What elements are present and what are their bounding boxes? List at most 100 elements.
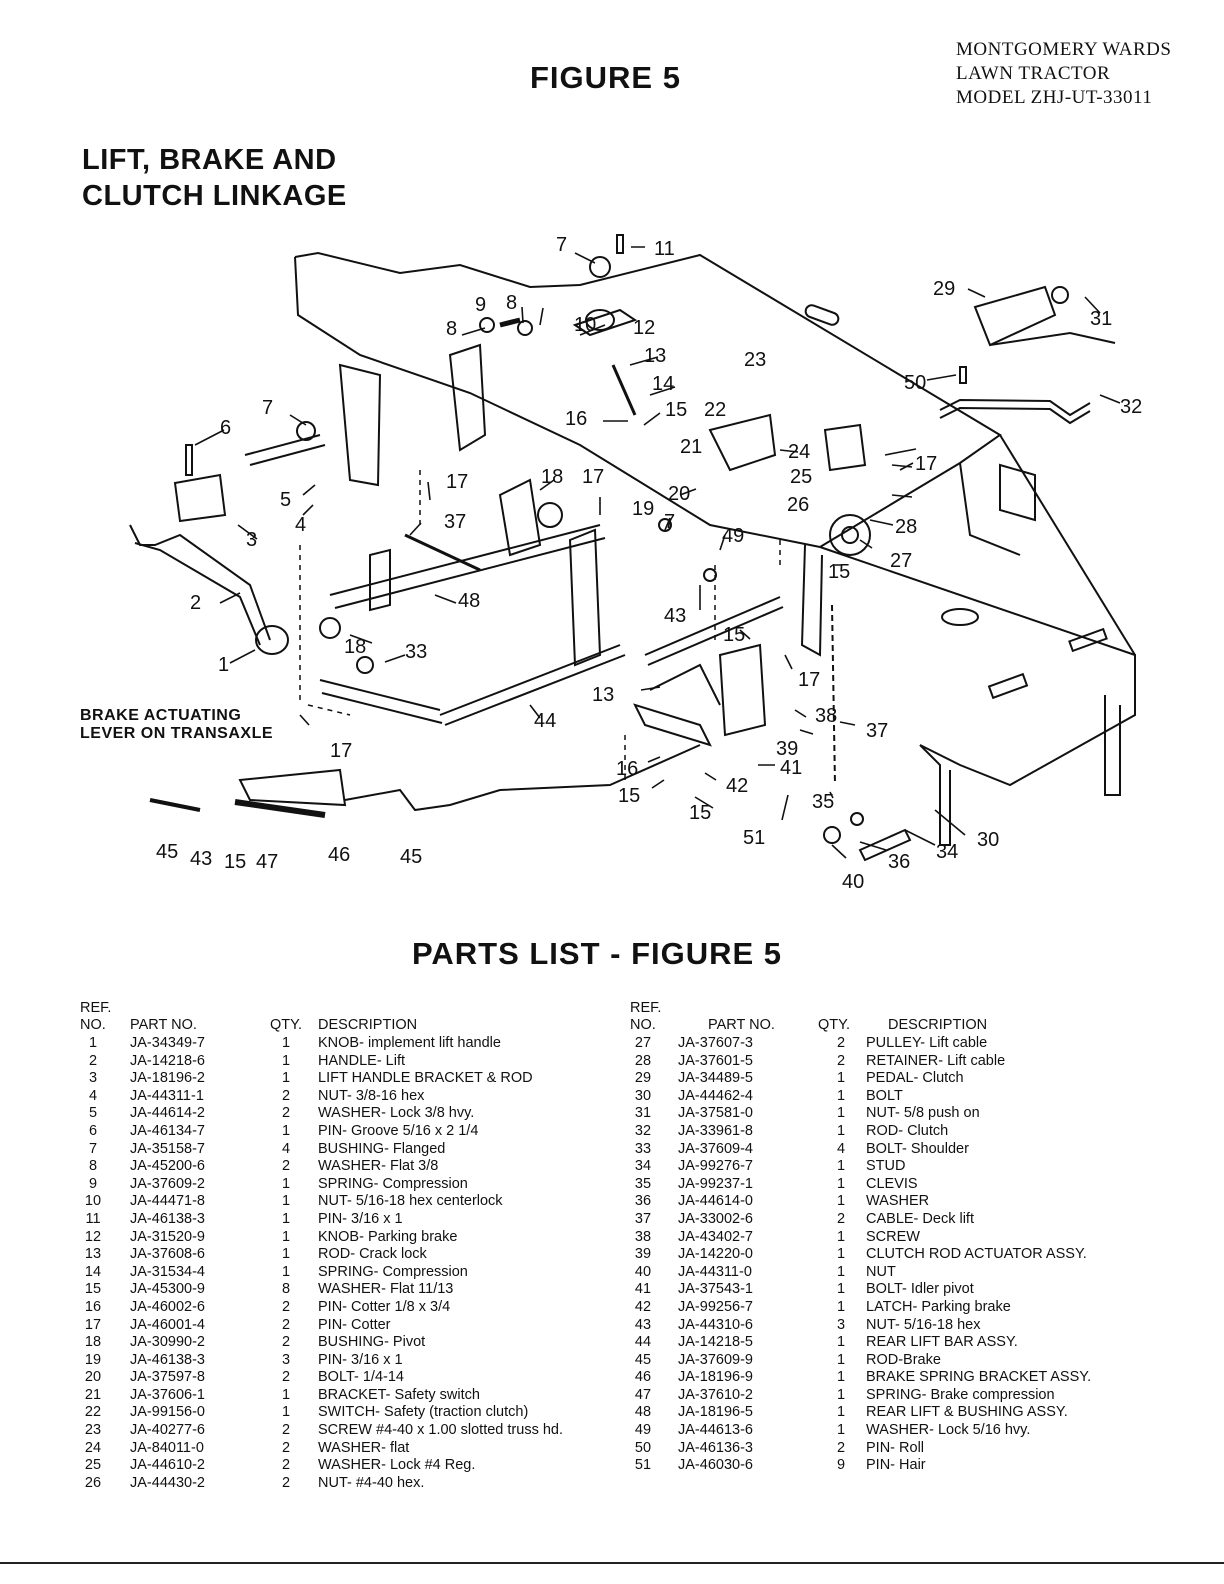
callout-label: 17	[330, 740, 352, 762]
qty-cell: 1	[836, 1334, 846, 1351]
qty-cell: 4	[836, 1140, 846, 1157]
part-no-cell: JA-44471-8	[130, 1193, 205, 1210]
qty-cell: 2	[281, 1474, 291, 1491]
qty-cell: 8	[281, 1281, 291, 1298]
description-cell: WASHER- flat	[318, 1439, 410, 1456]
centerlock-nut-bracket	[572, 308, 638, 337]
part-no-cell: JA-44610-2	[130, 1457, 205, 1474]
part-no-cell: JA-31520-9	[130, 1228, 205, 1245]
ref-cell: 32	[634, 1122, 652, 1139]
ref-cell: 51	[634, 1457, 652, 1474]
callout-label: 4	[295, 514, 306, 536]
part-no-cell: JA-46002-6	[130, 1298, 205, 1315]
frame-hole	[941, 608, 979, 626]
qty-cell: 1	[281, 1228, 291, 1245]
ref-cell: 31	[634, 1105, 652, 1122]
part-no-cell: JA-37609-9	[678, 1351, 753, 1368]
part-no-header: PART NO.	[708, 1017, 775, 1033]
groove-pin	[185, 444, 193, 476]
qty-cell: 1	[836, 1386, 846, 1403]
callout-label: 15	[689, 802, 711, 824]
part-no-cell: JA-44462-4	[678, 1087, 753, 1104]
callout-label: 17	[915, 453, 937, 475]
part-no-cell: JA-45200-6	[130, 1158, 205, 1175]
figure-title: FIGURE 5	[530, 60, 681, 95]
qty-cell: 2	[836, 1035, 846, 1051]
part-no-cell: JA-37608-6	[130, 1246, 205, 1263]
description-cell: WASHER- Lock 5/16 hvy.	[866, 1422, 1031, 1439]
description-cell: SCREW #4-40 x 1.00 slotted truss hd.	[318, 1422, 563, 1439]
callout-label: 18	[541, 466, 563, 488]
qty-cell: 2	[281, 1105, 291, 1122]
description-cell: BRACKET- Safety switch	[318, 1386, 480, 1403]
compression-spring	[499, 317, 521, 328]
description-cell: ROD- Crack lock	[318, 1246, 427, 1263]
ref-cell: 13	[84, 1246, 102, 1263]
callout-label: 1	[218, 654, 229, 676]
ref-cell: 6	[88, 1122, 98, 1139]
frame-inner-edge	[959, 462, 1021, 556]
frame-top-edge	[294, 251, 1002, 548]
qty-cell: 2	[281, 1334, 291, 1351]
ref-cell: 38	[634, 1228, 652, 1245]
callout-label: 30	[977, 829, 999, 851]
ref-header: REF.	[80, 1000, 112, 1016]
part-no-cell: JA-44311-1	[130, 1087, 204, 1104]
ref-cell: 29	[634, 1070, 652, 1087]
callout-label: 22	[704, 399, 726, 421]
part-no-cell: JA-37606-1	[130, 1386, 205, 1403]
ref-cell: 30	[634, 1087, 652, 1104]
ref-cell: 26	[84, 1474, 102, 1491]
callout-label: 45	[156, 841, 178, 863]
callout-label: 16	[565, 408, 587, 430]
qty-cell: 1	[836, 1087, 846, 1104]
hardware-nut	[703, 568, 717, 582]
page-bottom-rule	[0, 1562, 1224, 1564]
description-cell: BOLT- 1/4-14	[318, 1369, 404, 1386]
ref-cell: 20	[84, 1369, 102, 1386]
description-cell: STUD	[866, 1158, 906, 1175]
pulley-hub	[841, 526, 859, 544]
part-no-cell: JA-34349-7	[130, 1035, 205, 1051]
ref-cell: 18	[84, 1334, 102, 1351]
callout-label: 28	[895, 516, 917, 538]
parking-brake-knob	[585, 309, 615, 331]
description-header: DESCRIPTION	[318, 1017, 418, 1033]
part-no-cell: JA-34489-5	[678, 1070, 753, 1087]
lift-knob	[255, 625, 289, 655]
part-no-cell: JA-37601-5	[678, 1052, 753, 1069]
deck-lift-cable-link	[404, 533, 481, 572]
qty-cell: 4	[281, 1140, 291, 1157]
callout-label: 23	[744, 349, 766, 371]
description-cell: NUT	[866, 1263, 896, 1280]
lift-cable-pulley	[829, 514, 871, 556]
qty-cell: 2	[836, 1210, 846, 1227]
callout-label: 20	[668, 483, 690, 505]
frame-side-block	[999, 463, 1036, 522]
qty-cell: 2	[281, 1087, 291, 1104]
brake-lever-note-line: BRAKE ACTUATING	[80, 707, 241, 724]
ref-cell: 22	[84, 1404, 102, 1421]
part-no-cell: JA-14220-0	[678, 1246, 753, 1263]
callout-label: 27	[890, 550, 912, 572]
part-no-cell: JA-37610-2	[678, 1386, 753, 1403]
qty-cell: 1	[836, 1281, 846, 1298]
safety-switch	[823, 423, 867, 472]
rear-lift-bar-upper	[329, 524, 606, 609]
qty-cell: 2	[281, 1369, 291, 1386]
qty-cell: 1	[836, 1070, 846, 1087]
callout-label: 7	[664, 511, 675, 533]
part-no-cell: JA-99276-7	[678, 1158, 753, 1175]
ref-cell: 43	[634, 1316, 652, 1333]
callout-label: 46	[328, 844, 350, 866]
description-cell: BOLT- Idler pivot	[866, 1281, 974, 1298]
callout-label: 8	[446, 318, 457, 340]
nut	[823, 826, 841, 844]
description-header: DESCRIPTION	[888, 1017, 988, 1033]
frame-leg	[919, 744, 951, 846]
frame-side-edge	[999, 434, 1136, 656]
callout-label: 36	[888, 851, 910, 873]
part-no-cell: JA-46136-3	[678, 1439, 753, 1456]
pin	[616, 234, 624, 254]
callout-label: 48	[458, 590, 480, 612]
